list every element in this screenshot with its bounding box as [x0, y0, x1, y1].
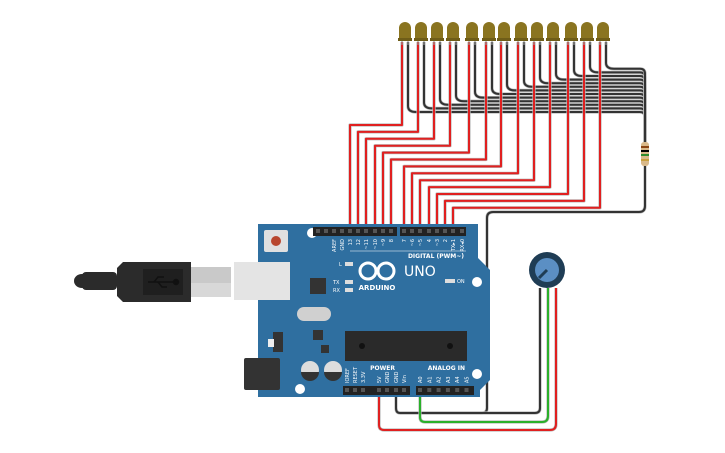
led[interactable]: [514, 22, 528, 45]
power-pin-label: GND: [394, 371, 400, 383]
analog-pin-label: A4: [455, 376, 461, 383]
signal-wire[interactable]: [374, 42, 451, 231]
signal-wire[interactable]: [403, 42, 502, 231]
svg-text:ON: ON: [457, 279, 465, 285]
led[interactable]: [430, 22, 444, 45]
power-header: [343, 386, 410, 395]
signal-wire[interactable]: [452, 42, 601, 231]
chip-small: [310, 278, 326, 294]
capacitors: [301, 361, 342, 381]
analog-pin-label: A3: [446, 376, 452, 383]
led[interactable]: [414, 22, 428, 45]
digital-pin-label: ~9: [381, 239, 387, 246]
digital-header-right: [400, 227, 466, 236]
led[interactable]: [530, 22, 544, 45]
led[interactable]: [580, 22, 594, 45]
signal-wire[interactable]: [382, 42, 470, 231]
digital-pin-label: 7: [402, 239, 408, 242]
led[interactable]: [398, 22, 412, 45]
led[interactable]: [596, 22, 610, 45]
led[interactable]: [482, 22, 496, 45]
svg-text:RX: RX: [333, 288, 340, 294]
analog-label: ANALOG IN: [428, 365, 465, 372]
analog-pin-label: A0: [418, 376, 424, 383]
analog-pin-label: A1: [427, 376, 433, 383]
power-pin-label: IOREF: [345, 368, 351, 383]
signal-wire[interactable]: [444, 42, 585, 231]
signal-wire[interactable]: [390, 42, 487, 231]
digital-pin-label: GND: [340, 239, 346, 251]
digital-pin-label: ~10: [373, 239, 379, 250]
svg-text:L: L: [339, 262, 342, 268]
pot-power-wire[interactable]: [378, 288, 557, 431]
pot-ground-wire[interactable]: [400, 288, 541, 414]
digital-pin-label: RX◂0: [460, 239, 466, 252]
digital-label: DIGITAL (PWM~): [408, 253, 464, 260]
dc-power-jack: [244, 358, 280, 390]
led[interactable]: [497, 22, 511, 45]
signal-wire[interactable]: [436, 42, 569, 231]
crystal: [297, 307, 331, 321]
digital-pin-label: TX▸1: [451, 239, 457, 252]
wires: [348, 42, 647, 432]
power-pin-label: GND: [385, 371, 391, 383]
ground-wire[interactable]: [605, 42, 646, 142]
led[interactable]: [546, 22, 560, 45]
digital-header-left: [313, 227, 397, 236]
signal-wire[interactable]: [428, 42, 551, 231]
digital-pin-label: ~11: [364, 239, 370, 250]
led[interactable]: [564, 22, 578, 45]
analog-pin-label: A2: [437, 376, 443, 383]
digital-pin-label: 13: [348, 239, 354, 245]
digital-pin-label: ~6: [410, 239, 416, 246]
usb-icon: [148, 276, 180, 288]
led-array: [398, 22, 610, 45]
power-pin-label: 5V: [377, 376, 383, 383]
arduino-logo: ARDUINO: [358, 261, 396, 292]
signal-wire[interactable]: [411, 42, 519, 231]
digital-pin-label: 8: [389, 239, 395, 242]
arduino-uno-board[interactable]: ARDUINO UNO L TX RX ON DIGITAL (PWM~) PO…: [234, 224, 490, 397]
board-model: UNO: [404, 264, 436, 280]
svg-text:TX: TX: [332, 280, 340, 286]
digital-pin-label: 2: [443, 239, 449, 242]
power-pin-label: RESET: [353, 366, 359, 383]
digital-pin-label: 4: [427, 239, 433, 242]
led[interactable]: [446, 22, 460, 45]
signal-wire[interactable]: [419, 42, 535, 231]
power-pin-label: Vin: [402, 375, 408, 383]
power-pin-label: 3.3V: [361, 371, 367, 383]
potentiometer[interactable]: [529, 252, 565, 288]
usb-cable[interactable]: [74, 262, 231, 302]
analog-pin-label: A5: [465, 376, 471, 383]
digital-pin-label: 12: [356, 239, 362, 245]
signal-wire[interactable]: [349, 42, 403, 231]
pot-signal-wire[interactable]: [419, 288, 549, 423]
atmega-chip: [345, 331, 467, 361]
resistor[interactable]: [641, 142, 649, 166]
svg-text:ARDUINO: ARDUINO: [359, 284, 396, 292]
analog-header: [416, 386, 474, 395]
power-label: POWER: [370, 365, 395, 372]
usb-port: [234, 262, 290, 300]
signal-wire[interactable]: [357, 42, 419, 231]
digital-pin-label: ~3: [435, 239, 441, 246]
digital-pin-label: AREF: [332, 239, 338, 252]
signal-wire[interactable]: [365, 42, 435, 231]
led[interactable]: [465, 22, 479, 45]
digital-pin-label: ~5: [418, 239, 424, 246]
